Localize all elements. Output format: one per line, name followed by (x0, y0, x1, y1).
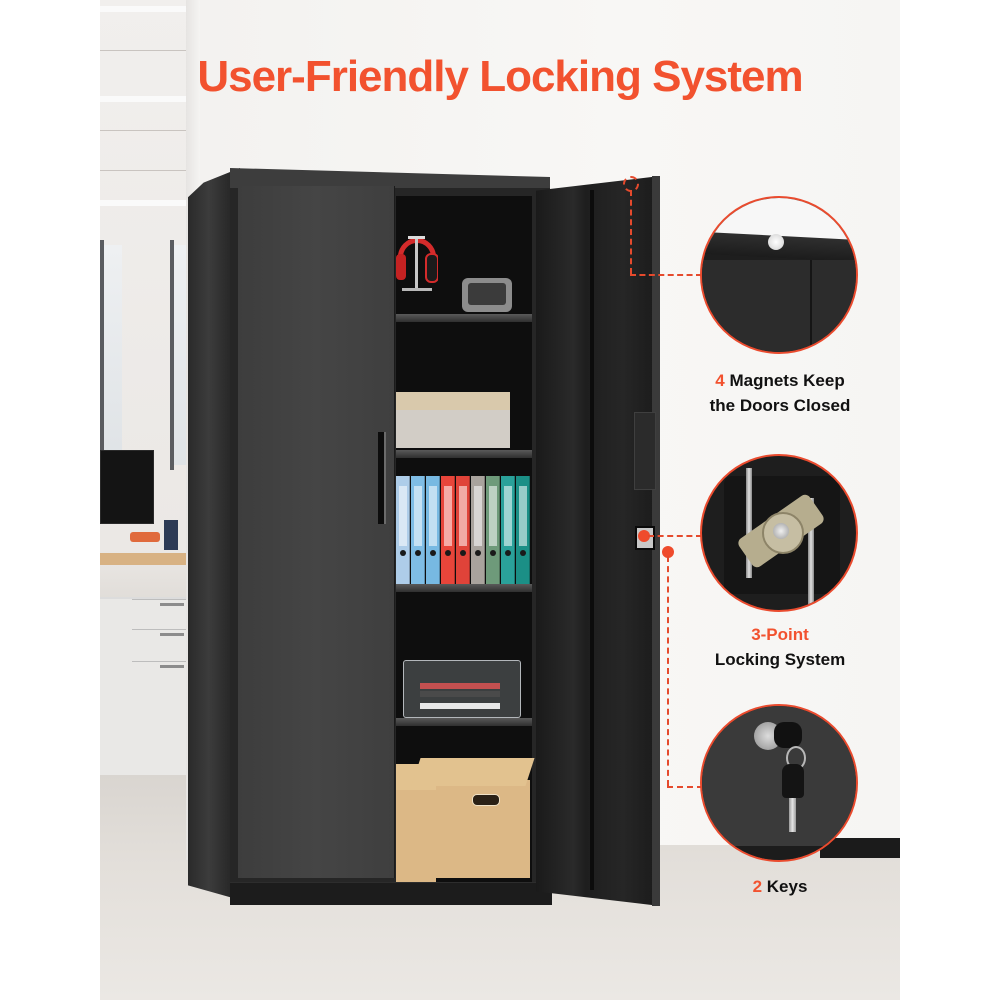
window-pane (174, 245, 186, 465)
magnet-detail-circle (700, 196, 858, 354)
product-image: User-Friendly Locking System (100, 0, 900, 1000)
window-pane (104, 245, 122, 465)
storage-box (396, 410, 510, 448)
drawer-handle (160, 633, 184, 636)
binder (486, 476, 500, 584)
headphones-on-stand (396, 236, 438, 291)
callout-connector (630, 190, 632, 274)
key-marker-icon (662, 546, 674, 558)
callout-caption-keys: 2 Keys (752, 877, 808, 896)
callout-connector (667, 786, 703, 788)
cabinet-left-door (238, 186, 395, 878)
monitor (100, 450, 154, 524)
binder (411, 476, 425, 584)
kraft-box-handle (472, 794, 500, 806)
kraft-box-lid (411, 758, 535, 786)
speaker (462, 278, 512, 312)
door-edge (652, 176, 660, 906)
kraft-box (396, 776, 436, 882)
window-frame (170, 240, 174, 470)
binder (396, 476, 410, 584)
screw-icon (773, 523, 789, 539)
shelf (396, 584, 532, 592)
callout-caption-locking: 3-Point Locking System (714, 625, 846, 669)
ceiling-light (100, 96, 186, 102)
door-lock-housing (634, 412, 656, 490)
storage-box-lid (396, 392, 510, 410)
ceiling-light (100, 6, 186, 12)
door-rib (590, 190, 594, 890)
binder (516, 476, 530, 584)
lock-marker-icon (638, 530, 650, 542)
desk-items (100, 520, 186, 553)
shelf (396, 450, 532, 458)
shelf (396, 718, 532, 726)
drawer-pedestal (100, 597, 186, 775)
shelf (396, 314, 532, 322)
key-icon (774, 722, 802, 748)
speaker-grille (468, 283, 506, 305)
cabinet-base (230, 882, 552, 905)
ceiling-tile-line (100, 130, 186, 131)
ceiling-tile-line (100, 50, 186, 51)
window-frame (100, 240, 104, 470)
key-detail-circle (700, 704, 858, 862)
binder (501, 476, 515, 584)
callout-caption-magnets: 4 Magnets Keep the Doors Closed (709, 371, 851, 415)
drawer-handle (160, 665, 184, 668)
binder (456, 476, 470, 584)
callout-connector (630, 274, 702, 276)
key-icon (782, 764, 804, 798)
callout-connector (648, 535, 702, 537)
clear-storage-bin (403, 660, 521, 718)
binder (441, 476, 455, 584)
page-title: User-Friendly Locking System (197, 52, 803, 101)
lock-rod (808, 498, 814, 608)
lock-mechanism-detail-circle (700, 454, 858, 612)
lock-rod (746, 468, 752, 578)
magnet-icon (768, 234, 784, 250)
binder (426, 476, 440, 584)
ceiling-tile-line (100, 170, 186, 171)
ceiling-light (100, 200, 186, 206)
door-handle (378, 432, 386, 524)
callout-connector (667, 556, 669, 786)
binder (471, 476, 485, 584)
drawer-handle (160, 603, 184, 606)
desk-top (100, 553, 186, 565)
